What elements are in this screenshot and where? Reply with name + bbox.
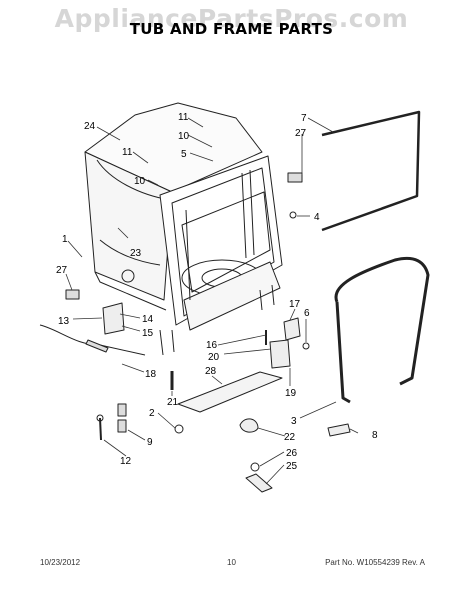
clip-part bbox=[287, 172, 303, 183]
part-25 bbox=[245, 473, 273, 493]
page-title: TUB AND FRAME PARTS bbox=[129, 20, 334, 38]
callout-16: 16 bbox=[206, 340, 218, 351]
callout-28: 28 bbox=[205, 366, 217, 377]
callout-20: 20 bbox=[208, 352, 220, 363]
tub-gasket-part bbox=[334, 256, 430, 386]
footer-page-number: 10 bbox=[227, 558, 236, 567]
tub-assembly bbox=[84, 102, 283, 356]
callout-11: 11 bbox=[122, 147, 133, 158]
hose-clamp-part bbox=[85, 339, 109, 353]
callout-23: 23 bbox=[130, 248, 142, 259]
callout-15: 15 bbox=[142, 328, 154, 339]
part-8 bbox=[327, 423, 351, 437]
door-gasket-part bbox=[321, 110, 421, 232]
clip-part bbox=[117, 419, 127, 433]
callout-24: 24 bbox=[84, 121, 96, 132]
callout-22: 22 bbox=[284, 432, 296, 443]
callout-5: 5 bbox=[181, 149, 187, 160]
callout-12: 12 bbox=[120, 456, 132, 467]
callout-19: 19 bbox=[285, 388, 297, 399]
watermark: AppliancePartsPros.com bbox=[54, 4, 409, 33]
callout-2: 2 bbox=[149, 408, 155, 419]
callout-21: 21 bbox=[167, 397, 179, 408]
callout-27: 27 bbox=[295, 128, 307, 139]
callout-4: 4 bbox=[314, 212, 320, 223]
callout-6: 6 bbox=[304, 308, 310, 319]
bracket-part bbox=[283, 317, 301, 341]
callout-27: 27 bbox=[56, 265, 68, 276]
drain-hose-part bbox=[39, 324, 146, 356]
callout-26: 26 bbox=[286, 448, 298, 459]
callout-1: 1 bbox=[62, 234, 68, 245]
callout-9: 9 bbox=[147, 437, 153, 448]
callout-25: 25 bbox=[286, 461, 298, 472]
screw-part bbox=[99, 417, 102, 441]
callout-10: 10 bbox=[178, 131, 190, 142]
callout-8: 8 bbox=[372, 430, 378, 441]
clip-part bbox=[117, 403, 127, 417]
bracket-part bbox=[102, 302, 125, 335]
footer-part-number: Part No. W10554239 Rev. A bbox=[325, 558, 425, 567]
callout-17: 17 bbox=[289, 299, 301, 310]
callout-10: 10 bbox=[134, 176, 146, 187]
nut-part bbox=[174, 424, 184, 434]
bracket-part bbox=[269, 339, 291, 369]
clip-part bbox=[65, 289, 80, 300]
footer-date: 10/23/2012 bbox=[40, 558, 81, 567]
callout-13: 13 bbox=[58, 316, 70, 327]
screw-part bbox=[302, 342, 310, 350]
callout-14: 14 bbox=[142, 314, 154, 325]
part-22 bbox=[239, 418, 259, 433]
screw-part bbox=[289, 211, 297, 219]
callout-11: 11 bbox=[178, 112, 189, 123]
callout-7: 7 bbox=[301, 113, 307, 124]
callout-18: 18 bbox=[145, 369, 157, 380]
panel-part bbox=[177, 371, 283, 413]
callout-3: 3 bbox=[291, 416, 297, 427]
part-26 bbox=[250, 462, 260, 472]
